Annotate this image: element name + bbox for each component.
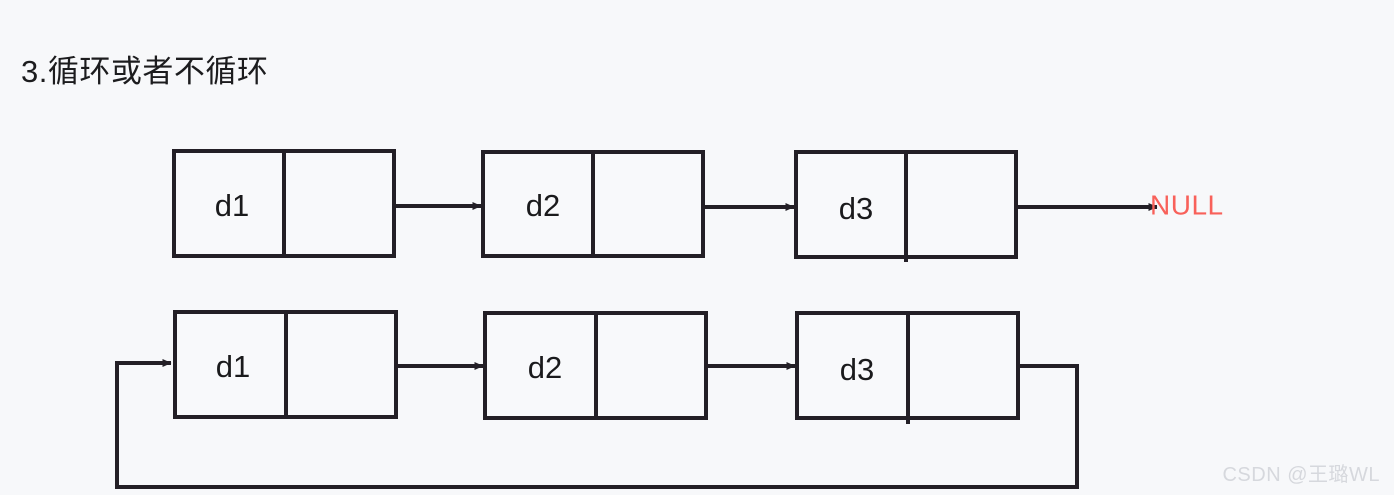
loop-back-path-r2n3-to-r2n1 xyxy=(115,359,1079,489)
row-circular: d1 d2 d3 xyxy=(115,310,1079,489)
node-data-label: d1 xyxy=(215,188,249,223)
csdn-watermark: CSDN @王璐WL xyxy=(1222,464,1380,486)
node-r2n2: d2 xyxy=(483,311,708,420)
node-data-label: d2 xyxy=(526,188,560,223)
node-r1n3: d3 xyxy=(794,150,1018,262)
node-data-label: d3 xyxy=(839,191,873,226)
node-r1n1: d1 xyxy=(172,149,396,258)
null-terminator-label: NULL xyxy=(1150,189,1224,220)
row-non-circular: d1 d2 d3 NULL xyxy=(172,149,1224,262)
node-data-label: d3 xyxy=(840,352,874,387)
node-r2n1: d1 xyxy=(173,310,398,419)
node-r1n2: d2 xyxy=(481,150,705,258)
node-data-label: d2 xyxy=(528,350,562,385)
node-data-label: d1 xyxy=(216,349,250,384)
node-r2n3: d3 xyxy=(795,311,1020,424)
page-title: 3.循环或者不循环 xyxy=(21,54,269,89)
